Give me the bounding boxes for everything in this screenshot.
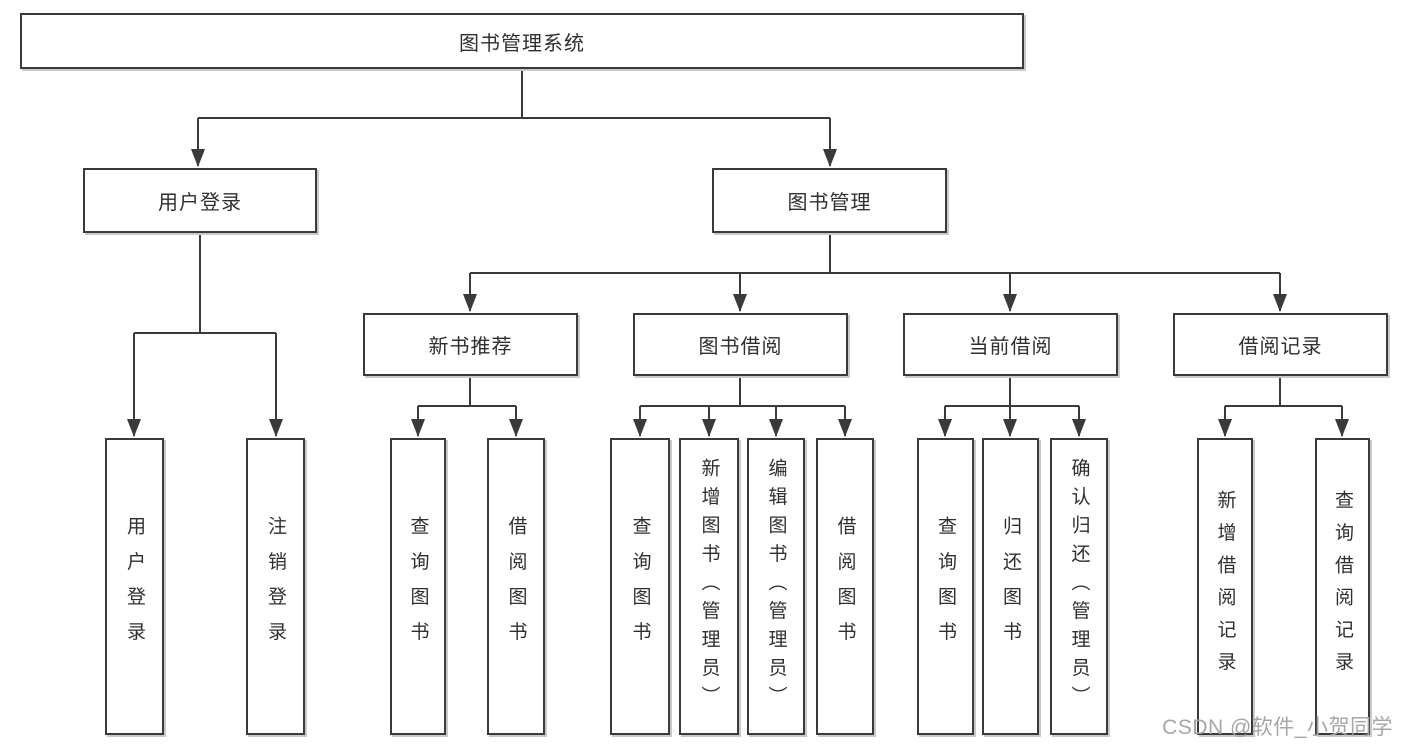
node-book-borrow: 图书借阅 xyxy=(633,313,848,376)
leaf-recommend-borrow-books: 借阅图书 xyxy=(487,438,545,735)
leaf-recommend-borrow-books-label: 借阅图书 xyxy=(505,516,527,657)
leaf-borrow-edit-books-admin: 编辑图书（管理员） xyxy=(747,438,805,735)
leaf-borrow-add-books-admin: 新增图书（管理员） xyxy=(679,438,739,735)
leaf-borrow-query-books-label: 查询图书 xyxy=(629,516,651,657)
leaf-records-query-record-label: 查询借阅记录 xyxy=(1332,489,1353,684)
leaf-logout: 注销登录 xyxy=(246,438,305,735)
csdn-watermark: CSDN @软件_小贺同学 xyxy=(1162,716,1393,739)
leaf-user-login: 用户登录 xyxy=(105,438,164,735)
node-new-book-recommend: 新书推荐 xyxy=(363,313,578,376)
node-current-borrow-label: 当前借阅 xyxy=(968,336,1053,358)
leaf-logout-label: 注销登录 xyxy=(265,516,286,657)
leaf-records-add-record: 新增借阅记录 xyxy=(1197,438,1253,735)
leaf-borrow-borrow-books-label: 借阅图书 xyxy=(834,516,856,657)
node-user-login: 用户登录 xyxy=(83,168,317,233)
leaf-recommend-query-books-label: 查询图书 xyxy=(407,516,429,657)
leaf-records-query-record: 查询借阅记录 xyxy=(1315,438,1370,735)
leaf-borrow-query-books: 查询图书 xyxy=(610,438,670,735)
leaf-records-add-record-label: 新增借阅记录 xyxy=(1214,489,1236,684)
leaf-current-return-books-label: 归还图书 xyxy=(1000,516,1021,657)
node-borrow-records-label: 借阅记录 xyxy=(1238,336,1323,358)
node-book-borrow-label: 图书借阅 xyxy=(698,336,783,358)
node-book-management: 图书管理 xyxy=(712,168,947,233)
leaf-borrow-add-books-admin-label: 新增图书（管理员） xyxy=(698,458,720,715)
leaf-current-confirm-return-admin-label: 确认归还（管理员） xyxy=(1068,458,1090,715)
node-book-management-label: 图书管理 xyxy=(787,192,872,214)
node-root-label: 图书管理系统 xyxy=(459,32,585,55)
node-user-login-label: 用户登录 xyxy=(158,192,242,214)
leaf-borrow-borrow-books: 借阅图书 xyxy=(816,438,874,735)
node-root: 图书管理系统 xyxy=(20,13,1024,69)
leaf-current-return-books: 归还图书 xyxy=(982,438,1039,735)
leaf-borrow-edit-books-admin-label: 编辑图书（管理员） xyxy=(765,458,787,715)
leaf-current-query-books-label: 查询图书 xyxy=(935,516,956,657)
leaf-current-query-books: 查询图书 xyxy=(917,438,974,735)
node-current-borrow: 当前借阅 xyxy=(903,313,1118,376)
leaf-user-login-label: 用户登录 xyxy=(124,516,145,657)
node-new-book-recommend-label: 新书推荐 xyxy=(428,336,513,358)
leaf-recommend-query-books: 查询图书 xyxy=(390,438,446,735)
leaf-current-confirm-return-admin: 确认归还（管理员） xyxy=(1050,438,1108,735)
node-borrow-records: 借阅记录 xyxy=(1173,313,1388,376)
